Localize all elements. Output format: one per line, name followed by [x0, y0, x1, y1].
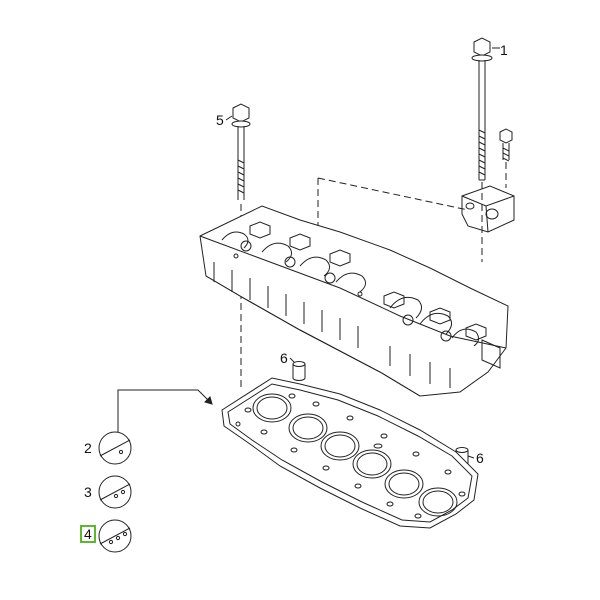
- callout-label-gasket-variant-b[interactable]: 3: [84, 484, 92, 500]
- gasket-bores: [252, 393, 458, 517]
- leader-arrow: [117, 389, 213, 440]
- dowel-pin-upper[interactable]: [292, 361, 306, 381]
- cylinder-head[interactable]: [199, 205, 509, 397]
- callout-leaders: [225, 47, 500, 459]
- head-gasket[interactable]: [221, 377, 479, 529]
- bracket[interactable]: [461, 185, 515, 233]
- callout-label-bolt-short[interactable]: 5: [216, 112, 224, 128]
- gasket-variant-c[interactable]: [98, 519, 132, 553]
- gasket-holes: [235, 393, 466, 519]
- callout-label-gasket-variant-c-selected[interactable]: 4: [80, 525, 96, 543]
- gasket-variant-a[interactable]: [98, 431, 132, 465]
- callout-label-dowel-upper[interactable]: 6: [280, 350, 288, 366]
- short-bolt[interactable]: [231, 103, 251, 200]
- bracket-bolt[interactable]: [499, 128, 513, 162]
- callout-label-dowel-lower[interactable]: 6: [476, 450, 484, 466]
- callout-label-gasket-variant-a[interactable]: 2: [84, 440, 92, 456]
- gasket-variant-b[interactable]: [98, 475, 132, 509]
- long-bolt[interactable]: [471, 37, 493, 181]
- callout-label-bolt-long[interactable]: 1: [500, 42, 508, 58]
